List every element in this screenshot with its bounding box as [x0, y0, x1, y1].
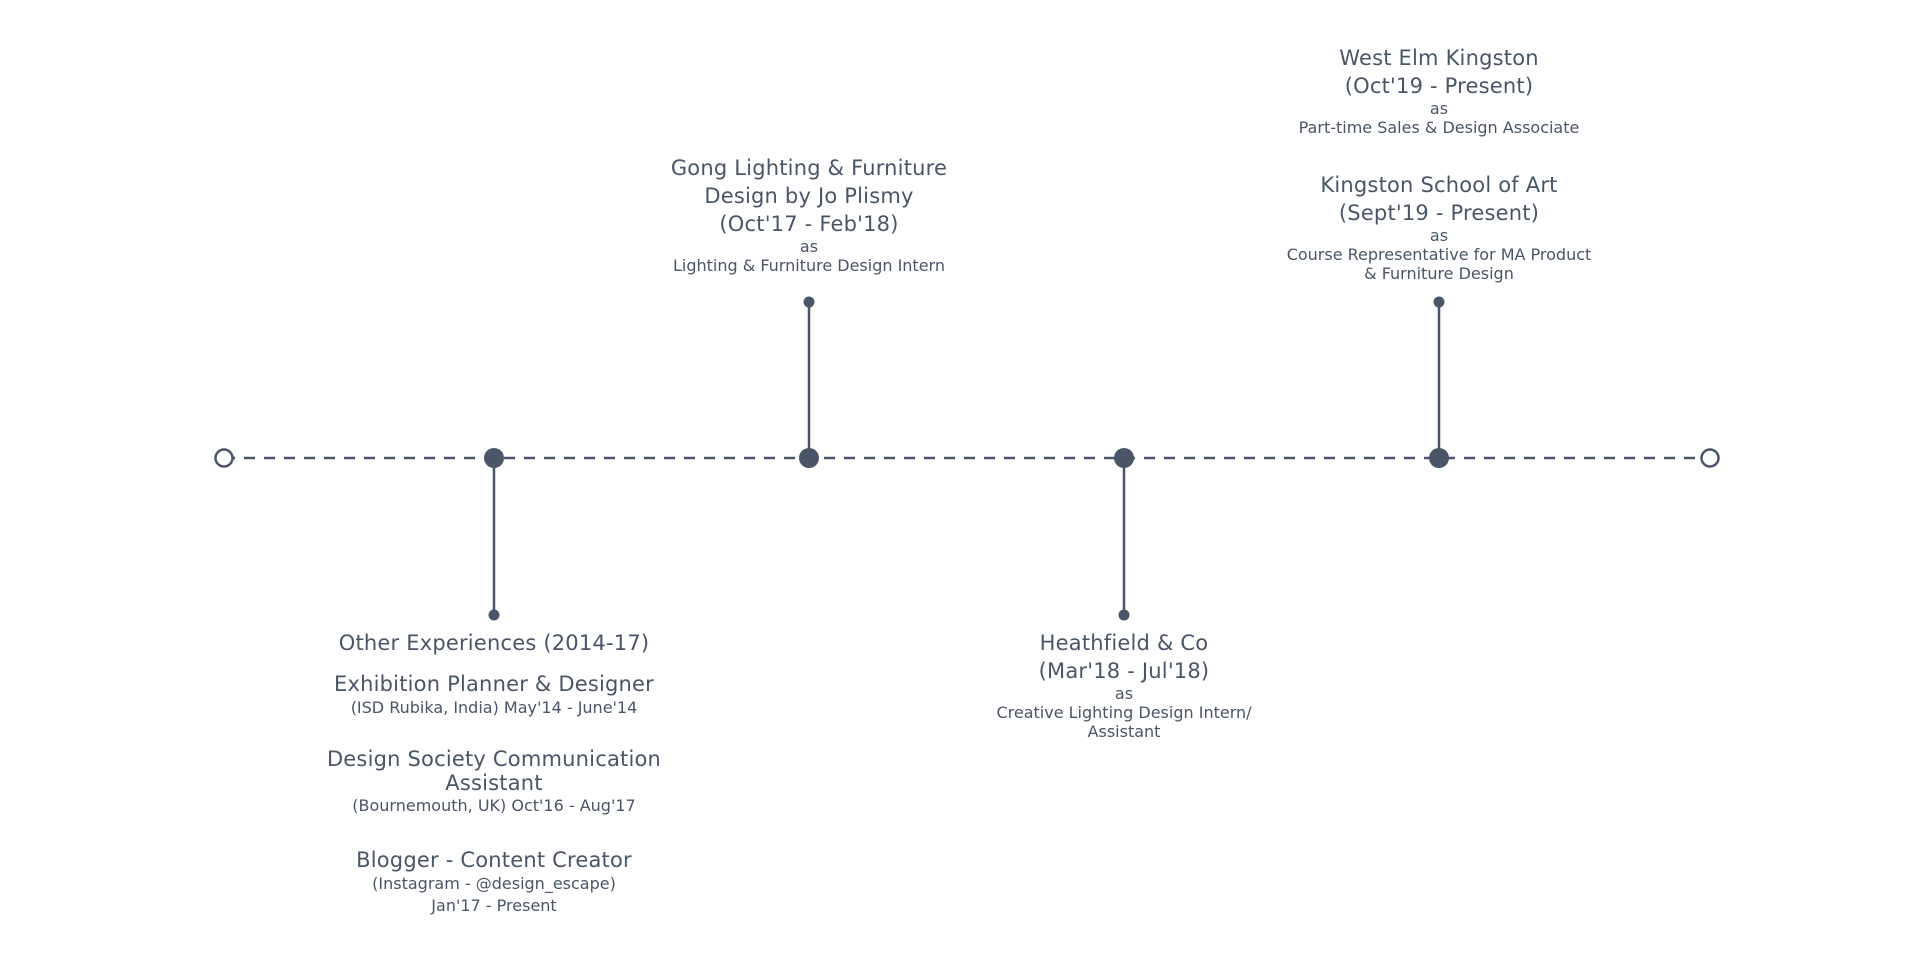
- other-item-detail: (Instagram - @design_escape) Jan'17 - Pr…: [372, 874, 616, 915]
- entry-role: Creative Lighting Design Intern/ Assista…: [996, 703, 1252, 741]
- entry-title: Kingston School of Art (Sept'19 - Presen…: [1320, 173, 1558, 225]
- entry-role: Lighting & Furniture Design Intern: [673, 256, 945, 275]
- node-kingston: [1429, 448, 1449, 468]
- entry-as: as: [799, 237, 819, 256]
- entry-role: Part-time Sales & Design Associate: [1298, 118, 1580, 137]
- entry-title: Gong Lighting & Furniture Design by Jo P…: [670, 156, 948, 236]
- other-item-detail: (Bournemouth, UK) Oct'16 - Aug'17: [352, 796, 636, 815]
- node-gong: [799, 448, 819, 468]
- other-experiences-heading: Other Experiences (2014-17): [338, 631, 650, 655]
- entry-gong-lighting: Gong Lighting & Furniture Design by Jo P…: [589, 154, 1029, 275]
- entry-as: as: [1114, 684, 1134, 703]
- other-item-detail: (ISD Rubika, India) May'14 - June'14: [350, 698, 638, 717]
- entry-west-elm: West Elm Kingston (Oct'19 - Present) as …: [1219, 44, 1659, 137]
- timeline-end-marker: [1700, 448, 1720, 468]
- entry-title: West Elm Kingston (Oct'19 - Present): [1339, 46, 1539, 98]
- entry-heathfield: Heathfield & Co (Mar'18 - Jul'18) as Cre…: [904, 629, 1344, 741]
- other-item-title: Design Society Communication Assistant: [326, 747, 662, 795]
- other-item-title: Exhibition Planner & Designer: [333, 672, 655, 696]
- entry-kingston-school: Kingston School of Art (Sept'19 - Presen…: [1219, 171, 1659, 283]
- entry-as: as: [1429, 99, 1449, 118]
- entry-role: Course Representative for MA Product & F…: [1286, 245, 1592, 283]
- node-heathfield: [1114, 448, 1134, 468]
- endpoint-other-experiences: [488, 609, 500, 621]
- entry-title: Heathfield & Co (Mar'18 - Jul'18): [1038, 631, 1210, 683]
- entry-as: as: [1429, 226, 1449, 245]
- timeline-start-marker: [214, 448, 234, 468]
- other-item-title: Blogger - Content Creator: [356, 848, 632, 872]
- endpoint-gong: [803, 296, 815, 308]
- endpoint-heathfield: [1118, 609, 1130, 621]
- node-other-experiences: [484, 448, 504, 468]
- endpoint-kingston: [1433, 296, 1445, 308]
- other-experiences: Other Experiences (2014-17) Exhibition P…: [264, 629, 724, 917]
